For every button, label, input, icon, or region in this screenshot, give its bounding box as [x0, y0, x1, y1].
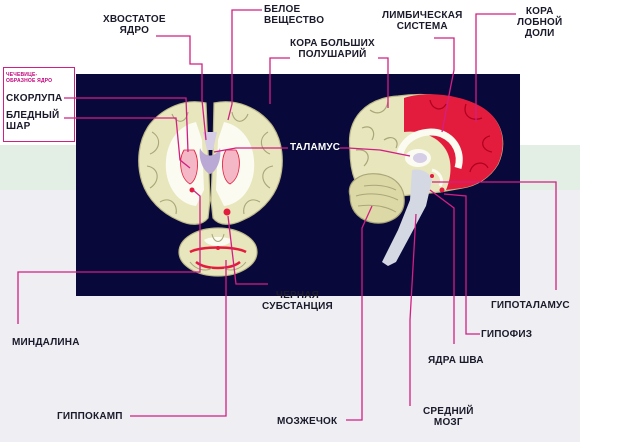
label-amygdala: МИНДАЛИНА — [12, 337, 80, 348]
label-pituitary: ГИПОФИЗ — [481, 329, 533, 340]
label-hippocampus: ГИППОКАМП — [57, 411, 123, 422]
leader-lines — [17, 9, 557, 421]
coronal-caudate — [203, 132, 217, 150]
label-substantia-nigra: ЧЕРНАЯ СУБСТАНЦИЯ — [262, 290, 333, 312]
label-hypothalamus: ГИПОТАЛАМУС — [491, 300, 570, 311]
lentiform-box — [3, 67, 75, 142]
label-raphe-nuclei: ЯДРА ШВА — [428, 355, 484, 366]
coronal-section — [138, 101, 283, 225]
label-frontal-cortex: КОРА ЛОБНОЙ ДОЛИ — [517, 6, 563, 39]
sagittal-limbic-arc — [396, 128, 463, 169]
coronal-amygdala-mark — [189, 187, 195, 193]
sagittal-brainstem — [382, 169, 432, 266]
sagittal-section — [348, 93, 504, 266]
label-caudate-nucleus: ХВОСТАТОЕ ЯДРО — [103, 14, 166, 36]
coronal-substantia-mark — [223, 208, 231, 216]
label-midbrain: СРЕДНИЙ МОЗГ — [423, 406, 474, 428]
label-white-matter: БЕЛОЕ ВЕЩЕСТВО — [264, 4, 325, 26]
coronal-putamen-right — [222, 149, 240, 185]
label-thalamus: ТАЛАМУС — [290, 142, 341, 153]
sagittal-cerebellum — [348, 173, 405, 224]
coronal-ventricle — [199, 148, 221, 174]
label-globus-pallidus: БЛЕДНЫЙ ШАР — [6, 110, 60, 132]
brainstem-section — [178, 227, 258, 277]
label-putamen: СКОРЛУПА — [6, 93, 63, 104]
label-cerebral-cortex: КОРА БОЛЬШИХ ПОЛУШАРИЙ — [290, 38, 375, 60]
label-cerebellum: МОЗЖЕЧОК — [277, 416, 338, 427]
label-limbic-system: ЛИМБИЧЕСКАЯ СИСТЕМА — [382, 10, 463, 32]
label-lentiform-nucleus: ЧЕЧЕВИЦЕ- ОБРАЗНОЕ ЯДРО — [6, 72, 53, 84]
sagittal-pituitary — [439, 187, 445, 193]
